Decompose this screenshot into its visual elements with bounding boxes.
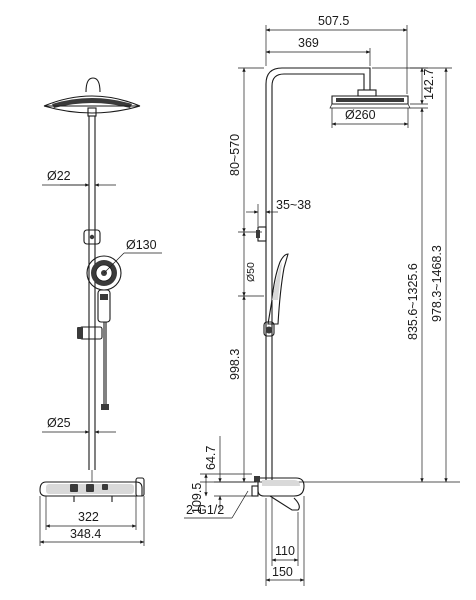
- handshower-front: [86, 255, 122, 323]
- riser-pipe-front: [88, 116, 96, 470]
- front-view: Ø22 Ø130: [39, 77, 162, 546]
- side-view: 507.5 369 142.7 Ø260 80~570: [184, 14, 460, 586]
- dim-text: 322: [78, 510, 99, 524]
- dim-shelf-width-outer: 348.4: [39, 496, 145, 546]
- dim-depth: 150: [265, 496, 305, 586]
- dim-text: 110: [275, 544, 295, 558]
- wall-bracket-front: [83, 229, 101, 245]
- wall-bracket-side: [256, 226, 267, 242]
- dim-text: 142.7: [422, 69, 436, 100]
- dim-text: 150: [272, 565, 293, 579]
- dim-arm-reach: 369: [265, 36, 371, 66]
- dim-handshower-diameter: Ø130: [103, 238, 162, 274]
- dim-inlet-spacing: 110: [271, 498, 299, 566]
- dim-text: 369: [298, 36, 319, 50]
- dim-text: 80~570: [228, 134, 242, 176]
- dim-text: 835.6~1325.6: [406, 263, 420, 340]
- dim-head-height: 142.7: [372, 67, 436, 105]
- dim-text: 978.3~1468.3: [430, 245, 444, 322]
- dim-shelf-width-inner: 322: [45, 496, 137, 530]
- dim-head-diameter: Ø260: [331, 108, 409, 128]
- dim-text: 348.4: [70, 527, 101, 541]
- valve-body-side: [251, 476, 305, 511]
- dim-inlet-height: 109.5: [190, 473, 252, 514]
- dim-arm-height-range: 80~570: [228, 67, 264, 233]
- dim-bracket-offset: 35~38: [246, 198, 311, 226]
- dim-text: 2-G1/2: [186, 503, 224, 517]
- dim-pipe-lower-diameter: Ø25: [42, 416, 116, 434]
- dim-slide-range: 835.6~1325.6: [406, 107, 428, 483]
- rain-head-side: [329, 95, 411, 109]
- dim-overall-reach: 507.5: [265, 14, 408, 94]
- dim-text: Ø25: [47, 416, 71, 430]
- dim-text: Ø22: [47, 169, 71, 183]
- dim-text: 507.5: [318, 14, 349, 28]
- dim-valve-height: 64.7: [204, 436, 256, 510]
- dim-pipe-upper-diameter: Ø22: [42, 169, 116, 187]
- slider-holder-front: [77, 326, 103, 340]
- dim-text: Ø260: [345, 108, 376, 122]
- dim-text: 998.3: [228, 349, 242, 380]
- dim-text: 109.5: [190, 483, 204, 514]
- rain-head-front: [43, 77, 141, 117]
- dim-pipe-length: 998.3: [228, 295, 246, 483]
- shelf-body-front: [39, 470, 145, 502]
- dim-text: 35~38: [276, 198, 311, 212]
- dim-inlet-thread: 2-G1/2: [184, 490, 249, 519]
- dim-text: Ø50: [245, 262, 257, 282]
- dim-overall-height-range: 978.3~1468.3: [410, 67, 452, 483]
- dim-text: Ø130: [126, 238, 157, 252]
- handshower-side: [263, 253, 289, 337]
- dim-text: 64.7: [204, 446, 218, 470]
- hose-front: [101, 322, 109, 410]
- dim-bracket-pitch: Ø50: [238, 231, 264, 297]
